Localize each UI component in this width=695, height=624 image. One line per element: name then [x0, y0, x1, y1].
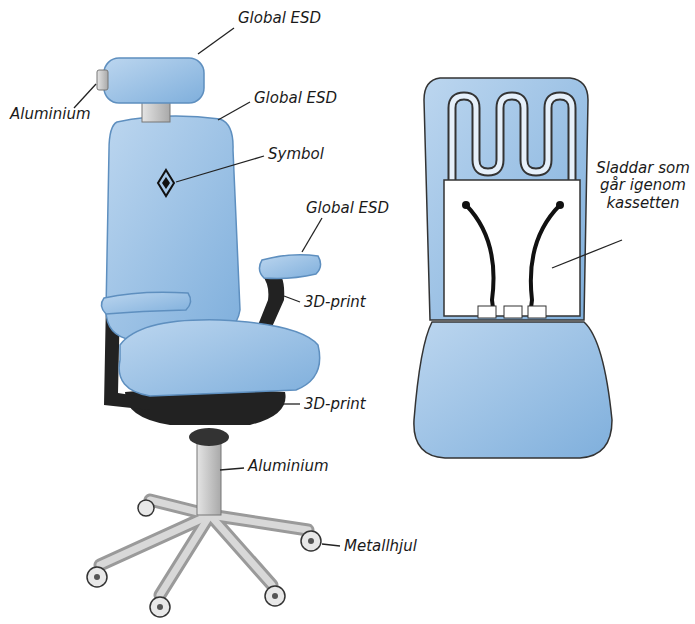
- part-label: Metallhjul: [344, 538, 417, 555]
- part-label: 3D-print: [304, 396, 366, 413]
- part-label: Aluminium: [248, 458, 329, 475]
- part-label: Global ESD: [238, 10, 321, 27]
- part-label: Aluminium: [10, 106, 91, 123]
- leader-lines: [74, 28, 622, 546]
- part-label: Global ESD: [306, 200, 389, 217]
- part-label: Symbol: [268, 146, 324, 163]
- part-label: Global ESD: [254, 90, 337, 107]
- part-label: Sladdar som går igenom kassetten: [596, 160, 690, 212]
- part-label: 3D-print: [304, 294, 366, 311]
